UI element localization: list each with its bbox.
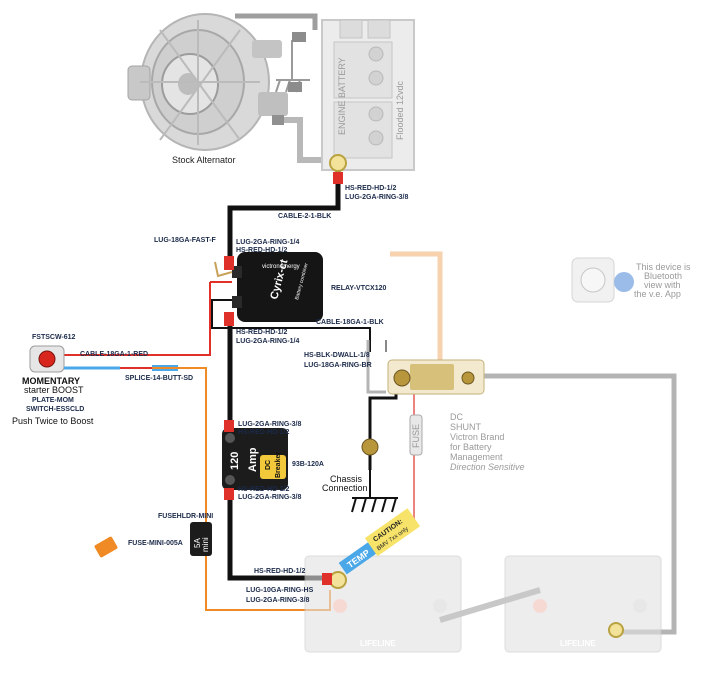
heatshrink-top bbox=[333, 172, 343, 184]
engine-battery-type: Flooded 12vdc bbox=[395, 80, 405, 140]
breaker-rating: 120 bbox=[229, 452, 241, 470]
engine-battery-label: ENGINE BATTERY bbox=[337, 57, 347, 135]
shunt-line4: for Battery bbox=[450, 442, 492, 452]
relay-cyrix bbox=[232, 252, 323, 322]
label-fuse-mini: FUSE-MINI-005A bbox=[128, 540, 183, 547]
alternator-icon bbox=[127, 13, 288, 151]
label-lug-2ga-ring-relay-in: LUG-2GA-RING-1/4 bbox=[236, 239, 300, 246]
label-hs-red-hd-breaker-in: HS-RED-HD-1/2 bbox=[238, 429, 289, 436]
relay-fast-lug bbox=[214, 261, 233, 278]
breaker bbox=[222, 428, 288, 490]
label-lug-18ga-fast: LUG-18GA-FAST-F bbox=[154, 237, 217, 244]
label-lug-2ga-ring-top: LUG-2GA-RING-3/8 bbox=[345, 194, 409, 201]
label-starter-boost: starter BOOST bbox=[24, 385, 84, 395]
house-battery-negative-terminal bbox=[608, 622, 624, 638]
label-lug-10ga-ring: LUG-10GA-RING-HS bbox=[246, 587, 314, 594]
label-breaker-part: 93B-120A bbox=[292, 461, 324, 468]
alternator-terminal bbox=[272, 115, 284, 125]
label-cable-18ga-red: CABLE-18GA-1-RED bbox=[80, 351, 148, 358]
alternator-ground-terminal bbox=[288, 82, 302, 92]
boost-red-wire bbox=[60, 282, 211, 356]
label-push-twice: Push Twice to Boost bbox=[12, 416, 94, 426]
shunt-line5: Management bbox=[450, 452, 503, 462]
label-plate-mom: PLATE-MOM bbox=[32, 397, 74, 404]
breaker-unit: Amp bbox=[247, 447, 259, 472]
shunt-line6: Direction Sensitive bbox=[450, 462, 525, 472]
bluetooth-line2: Bluetooth bbox=[644, 271, 682, 281]
shunt-line2: SHUNT bbox=[450, 422, 482, 432]
battery-interconnect bbox=[439, 587, 541, 623]
shunt-line3: Victron Brand bbox=[450, 432, 504, 442]
label-fstscw: FSTSCW-612 bbox=[32, 334, 76, 341]
house-battery-1 bbox=[304, 555, 462, 653]
bluetooth-line3: view with bbox=[644, 280, 681, 290]
label-relay: RELAY-VTCX120 bbox=[331, 285, 386, 292]
label-hs-blk-dwall: HS-BLK-DWALL-1/8 bbox=[304, 352, 370, 359]
label-splice: SPLICE-14-BUTT-SD bbox=[125, 375, 193, 382]
chassis-stud bbox=[361, 438, 379, 456]
label-chassis-line2: Connection bbox=[322, 483, 368, 493]
bluetooth-line1: This device is bbox=[636, 262, 691, 272]
mini-fuse-icon bbox=[94, 536, 118, 558]
chassis-ground-icon bbox=[351, 470, 398, 513]
bluetooth-device-icon bbox=[571, 257, 634, 303]
fuse-holder bbox=[190, 522, 212, 556]
heatshrink-breaker-out bbox=[224, 488, 234, 500]
relay-black-ground-wire bbox=[211, 299, 371, 352]
label-switch-essceld: SWITCH-ESSCLD bbox=[26, 406, 84, 413]
heatshrink-relay-in bbox=[224, 256, 234, 270]
label-fuseholder: FUSEHLDR-MINI bbox=[158, 513, 213, 520]
label-hs-red-hd-relay-in: HS-RED-HD-1/2 bbox=[236, 247, 287, 254]
shunt-comm-cable bbox=[390, 251, 443, 370]
label-hs-red-hd-bottom: HS-RED-HD-1/2 bbox=[254, 568, 305, 575]
momentary-switch-icon[interactable] bbox=[29, 345, 65, 373]
cable-alt-to-relay bbox=[227, 170, 341, 258]
battery-brand-2: LIFELINE bbox=[560, 639, 596, 648]
label-hs-red-hd-relay-out: HS-RED-HD-1/2 bbox=[236, 329, 287, 336]
label-lug-2ga-ring-relay-out: LUG-2GA-RING-1/4 bbox=[236, 338, 300, 345]
shunt-gray-lead bbox=[366, 340, 386, 394]
caution-tag: CAUTION: BMV 7xx only bbox=[364, 508, 421, 557]
relay-brand: victron energy bbox=[262, 264, 300, 270]
alternator-output-cable bbox=[282, 117, 330, 163]
heatshrink-bottom bbox=[322, 573, 332, 585]
engine-battery-positive-terminal bbox=[329, 154, 347, 172]
house-battery-positive-terminal bbox=[329, 571, 347, 589]
breaker-type: Breaker bbox=[275, 452, 282, 478]
heatshrink-breaker-in bbox=[224, 420, 234, 432]
shunt-fuse-text: FUSE bbox=[411, 424, 421, 448]
alternator-label: Stock Alternator bbox=[172, 155, 236, 165]
alternator-field-terminal bbox=[292, 32, 306, 42]
engine-battery bbox=[321, 19, 415, 171]
cable-breaker-to-battery bbox=[227, 488, 328, 581]
breaker-dc: DC bbox=[265, 460, 272, 470]
shunt-fuse bbox=[409, 414, 423, 456]
battery-brand-1: LIFELINE bbox=[360, 639, 396, 648]
alternator-cable bbox=[235, 13, 318, 30]
label-chassis-line1: Chassis bbox=[330, 474, 363, 484]
shunt-device bbox=[387, 359, 485, 395]
label-cable-18ga-blk: CABLE-18GA-1-BLK bbox=[316, 319, 384, 326]
house-battery-2 bbox=[504, 555, 662, 653]
label-lug-18ga-ring-br: LUG-18GA-RING-BR bbox=[304, 362, 372, 369]
label-hs-red-hd-breaker-out: HS-RED-HD-1/2 bbox=[238, 486, 289, 493]
label-lug-2ga-ring-breaker-out: LUG-2GA-RING-3/8 bbox=[238, 494, 302, 501]
label-lug-2ga-ring-bottom: LUG-2GA-RING-3/8 bbox=[246, 597, 310, 604]
label-cable-2-blk: CABLE-2-1-BLK bbox=[278, 213, 331, 220]
heatshrink-relay-out bbox=[224, 312, 234, 326]
label-hs-red-hd-top: HS-RED-HD-1/2 bbox=[345, 185, 396, 192]
label-momentary: MOMENTARY bbox=[22, 376, 80, 386]
fuse-holder-value: 5A bbox=[193, 538, 202, 548]
fuse-holder-type: mini bbox=[201, 537, 210, 552]
shunt-line1: DC bbox=[450, 412, 463, 422]
label-lug-2ga-ring-breaker-in: LUG-2GA-RING-3/8 bbox=[238, 421, 302, 428]
bluetooth-line4: the v.e. App bbox=[634, 289, 681, 299]
